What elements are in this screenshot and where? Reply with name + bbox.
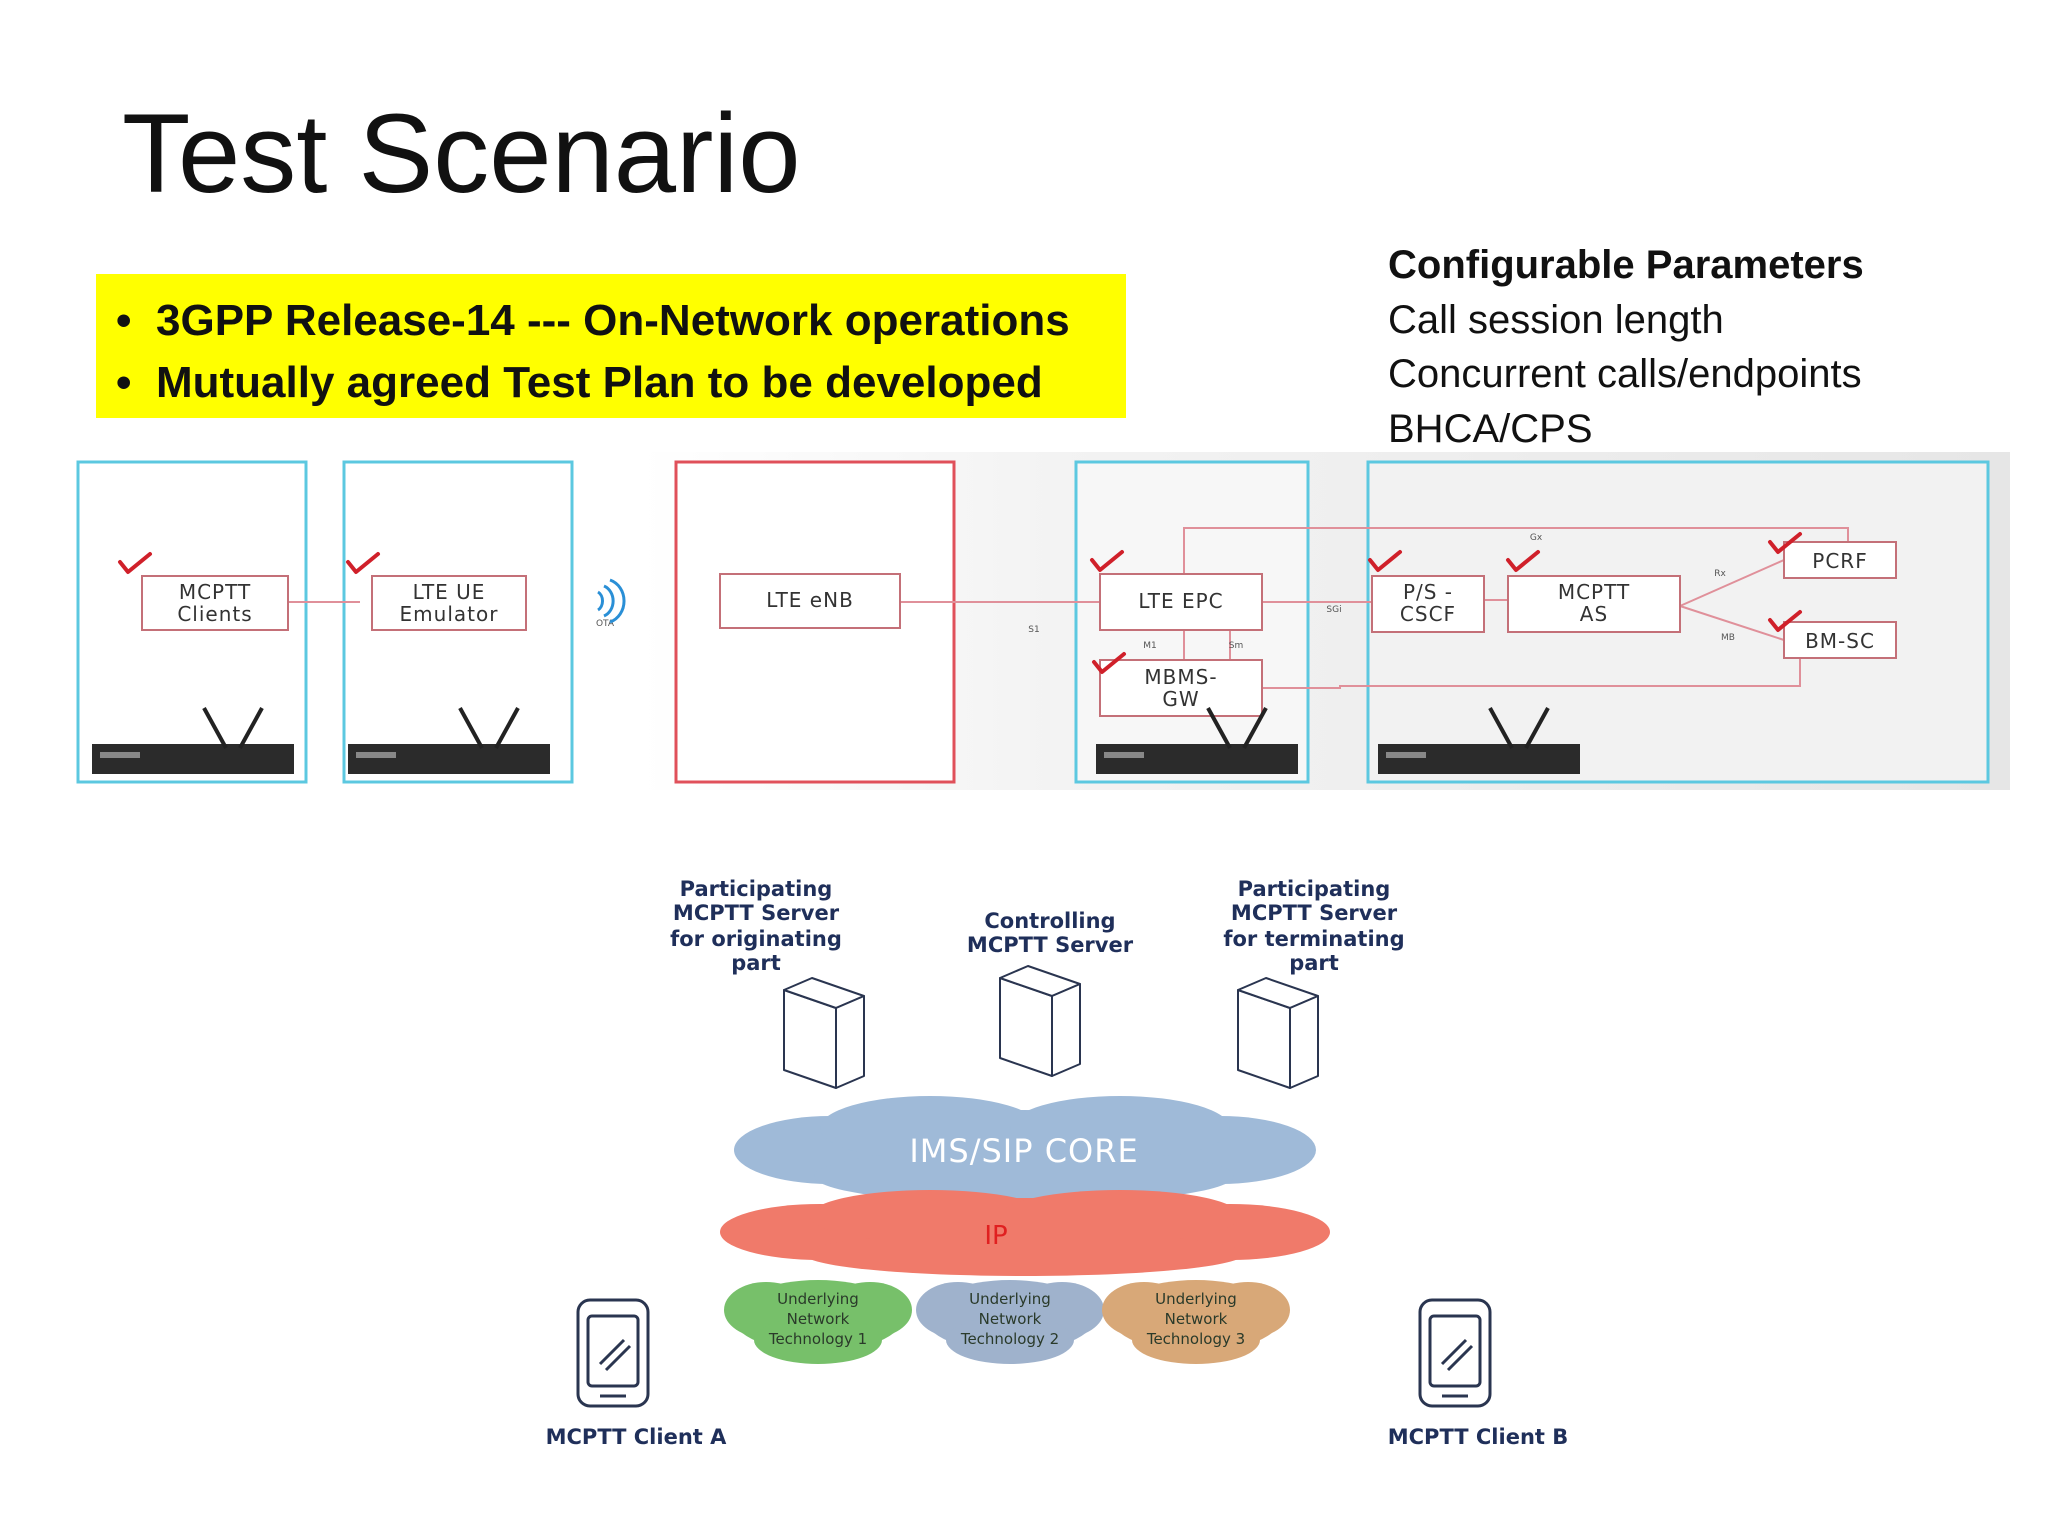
- tech2-label-3: Technology 2: [960, 1330, 1059, 1348]
- check-icon: [1090, 550, 1124, 572]
- param-item: Concurrent calls/endpoints: [1388, 352, 1862, 396]
- controlling-label-1: Controlling: [984, 909, 1115, 933]
- link-sgi: SGi: [1326, 605, 1341, 615]
- link-m1: M1: [1143, 641, 1157, 651]
- link-ota: OTA: [596, 619, 615, 629]
- link-s1: S1: [1028, 625, 1039, 635]
- param-item: Call session length: [1388, 297, 1724, 342]
- controlling-label-2: MCPTT Server: [967, 933, 1134, 957]
- ims-cloud-label: IMS/SIP CORE: [909, 1132, 1138, 1170]
- terminating-label-3: for terminating: [1223, 927, 1404, 951]
- node-lte-enb: [719, 573, 901, 629]
- link-gx: Gx: [1530, 533, 1543, 543]
- label-lte-enb: LTE eNB: [766, 588, 854, 612]
- link-rx: Rx: [1714, 569, 1726, 579]
- originating-label-2: MCPTT Server: [673, 901, 840, 925]
- server-hardware-ims: [1378, 707, 1580, 774]
- params-heading: Configurable Parameters: [1388, 243, 1864, 287]
- terminating-label-4: part: [1289, 951, 1339, 975]
- tech2-label-1: Underlying: [969, 1290, 1051, 1308]
- link-mb: MB: [1721, 633, 1735, 643]
- bullet-1: •3GPP Release-14 --- On-Network operatio…: [116, 296, 1070, 345]
- tech3-label-2: Network: [1165, 1310, 1228, 1328]
- link-sm: Sm: [1229, 641, 1243, 651]
- label-bm-sc: BM-SC: [1805, 629, 1875, 653]
- slide-title: Test Scenario: [122, 91, 801, 216]
- node-lte-epc: [1099, 573, 1263, 631]
- ims-sip-core-cloud: [734, 1096, 1316, 1204]
- ip-cloud: [720, 1190, 1330, 1276]
- label-mbms-gw-1: MBMS-: [1144, 665, 1217, 689]
- node-p-cscf: [1371, 575, 1485, 633]
- ip-cloud-label: IP: [984, 1221, 1007, 1251]
- param-item: BHCA/CPS: [1388, 406, 1593, 451]
- label-lte-ue-2: Emulator: [400, 602, 499, 626]
- network-diagram: MCPTT Clients LTE UE Emulator LTE eNB LT…: [76, 452, 2010, 790]
- node-bm-sc: [1783, 621, 1897, 659]
- mcptt-architecture-diagram: Participating MCPTT Server for originati…: [546, 877, 1569, 1449]
- tech1-label-3: Technology 1: [768, 1330, 867, 1348]
- server-hardware-ue: [348, 707, 550, 774]
- server-hardware-epc: [1096, 707, 1298, 774]
- label-pcrf: PCRF: [1812, 549, 1867, 573]
- client-a-phone-icon: [576, 1298, 650, 1408]
- highlight-box: •3GPP Release-14 --- On-Network operatio…: [96, 274, 1126, 418]
- originating-label-4: part: [731, 951, 781, 975]
- label-pcscf-2: CSCF: [1400, 602, 1456, 626]
- client-a-label: MCPTT Client A: [546, 1425, 727, 1449]
- label-mcptt-clients-2: Clients: [177, 602, 252, 626]
- check-icon: [1368, 550, 1402, 572]
- bullet-2-text: Mutually agreed Test Plan to be develope…: [156, 358, 1043, 407]
- node-pcrf: [1783, 541, 1897, 579]
- check-icon: [1092, 652, 1126, 674]
- wireless-icon: [597, 578, 626, 624]
- check-icon: [1506, 550, 1540, 572]
- label-mcptt-as-1: MCPTT: [1558, 580, 1630, 604]
- server-terminating-icon: [1237, 977, 1319, 1089]
- label-mcptt-as-2: AS: [1580, 602, 1608, 626]
- client-b-phone-icon: [1418, 1298, 1492, 1408]
- tech2-label-2: Network: [979, 1310, 1042, 1328]
- label-mcptt-clients-1: MCPTT: [179, 580, 251, 604]
- tech3-label-3: Technology 3: [1146, 1330, 1245, 1348]
- tech3-label-1: Underlying: [1155, 1290, 1237, 1308]
- terminating-label-2: MCPTT Server: [1231, 901, 1398, 925]
- check-icon: [118, 552, 152, 574]
- node-mcptt-as: [1507, 575, 1681, 633]
- node-lte-ue-emulator: [371, 575, 527, 631]
- check-icon: [1768, 610, 1802, 632]
- label-lte-epc: LTE EPC: [1138, 589, 1223, 613]
- label-pcscf-1: P/S -: [1403, 580, 1453, 604]
- tech1-cloud: [724, 1280, 912, 1364]
- server-controlling-icon: [999, 965, 1081, 1077]
- tech1-label-2: Network: [787, 1310, 850, 1328]
- check-icon: [1768, 532, 1802, 554]
- node-mbms-gw: [1099, 659, 1263, 717]
- configurable-parameters: Configurable Parameters Call session len…: [1388, 238, 1864, 456]
- bullet-1-text: 3GPP Release-14 --- On-Network operation…: [156, 296, 1070, 345]
- node-mcptt-clients: [141, 575, 289, 631]
- originating-label-3: for originating: [670, 927, 842, 951]
- originating-label-1: Participating: [680, 877, 833, 901]
- client-b-label: MCPTT Client B: [1388, 1425, 1569, 1449]
- label-mbms-gw-2: GW: [1162, 687, 1199, 711]
- server-originating-icon: [783, 977, 865, 1089]
- tech2-cloud: [916, 1280, 1104, 1364]
- tech1-label-1: Underlying: [777, 1290, 859, 1308]
- bullet-2: •Mutually agreed Test Plan to be develop…: [116, 358, 1043, 407]
- tech3-cloud: [1102, 1280, 1290, 1364]
- label-lte-ue-1: LTE UE: [413, 580, 486, 604]
- server-hardware-clients: [92, 707, 294, 774]
- terminating-label-1: Participating: [1238, 877, 1391, 901]
- check-icon: [346, 552, 380, 574]
